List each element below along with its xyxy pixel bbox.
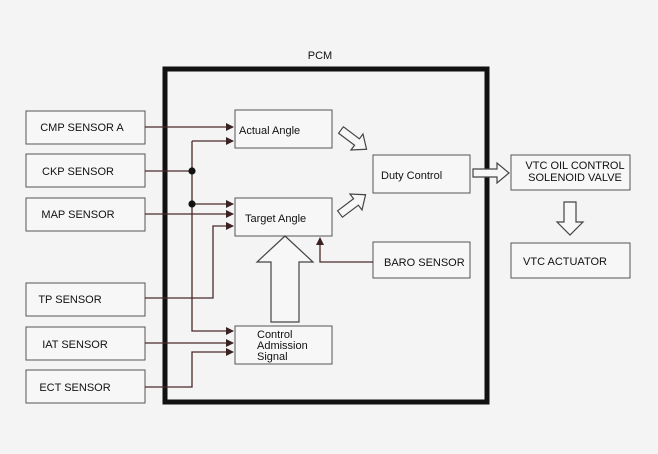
control-admission-line-2: Admission bbox=[257, 340, 308, 352]
duty-control-label: Duty Control bbox=[381, 170, 442, 182]
tp-sensor-label: TP SENSOR bbox=[38, 294, 101, 306]
ect-sensor-label: ECT SENSOR bbox=[39, 382, 110, 394]
baro-sensor-label: BARO SENSOR bbox=[384, 257, 465, 269]
arrow-control-admission-to-target bbox=[255, 235, 315, 323]
pcm-title: PCM bbox=[308, 50, 332, 62]
control-admission-line-1: Control bbox=[257, 329, 292, 341]
input-ect-sensor: ECT SENSOR bbox=[25, 369, 146, 404]
vtc-actuator-block: VTC ACTUATOR bbox=[510, 242, 631, 279]
wire-tp-to-target-angle bbox=[145, 222, 234, 299]
vtc-oil-control-valve-block: VTC OIL CONTROL SOLENOID VALVE bbox=[510, 154, 631, 191]
target-angle-label: Target Angle bbox=[245, 213, 306, 225]
map-sensor-label: MAP SENSOR bbox=[41, 209, 114, 221]
arrow-duty-to-vtc-valve bbox=[472, 161, 510, 185]
input-tp-sensor: TP SENSOR bbox=[25, 282, 146, 317]
ckp-sensor-label: CKP SENSOR bbox=[42, 166, 114, 178]
wire-ect-to-control-admission bbox=[145, 348, 234, 388]
vtc-actuator-label: VTC ACTUATOR bbox=[523, 256, 607, 268]
control-admission-line-3: Signal bbox=[257, 351, 288, 363]
pcm-border bbox=[162, 66, 490, 405]
baro-sensor-block: BARO SENSOR bbox=[372, 241, 471, 279]
input-cmp-sensor-a: CMP SENSOR A bbox=[25, 110, 146, 145]
actual-angle-block: Actual Angle bbox=[234, 109, 333, 149]
vtc-valve-line-1: VTC OIL CONTROL bbox=[525, 160, 624, 172]
input-map-sensor: MAP SENSOR bbox=[25, 197, 146, 232]
actual-angle-label: Actual Angle bbox=[239, 125, 300, 137]
vtc-valve-line-2: SOLENOID VALVE bbox=[528, 172, 622, 184]
junction-dot bbox=[188, 167, 196, 175]
arrow-vtc-valve-to-actuator bbox=[555, 201, 585, 236]
junction-dot bbox=[188, 200, 196, 208]
target-angle-block: Target Angle bbox=[234, 197, 333, 237]
input-ckp-sensor: CKP SENSOR bbox=[25, 153, 146, 188]
cmp-sensor-label: CMP SENSOR A bbox=[40, 122, 124, 134]
wire-baro-to-target-angle bbox=[316, 237, 373, 263]
input-iat-sensor: IAT SENSOR bbox=[25, 326, 146, 361]
iat-sensor-label: IAT SENSOR bbox=[42, 339, 108, 351]
arrow-actual-to-duty bbox=[337, 125, 368, 151]
block-arrows bbox=[255, 125, 585, 323]
duty-control-block: Duty Control bbox=[372, 154, 471, 194]
control-admission-block: Control Admission Signal bbox=[234, 325, 333, 365]
arrow-target-to-duty bbox=[336, 193, 367, 219]
